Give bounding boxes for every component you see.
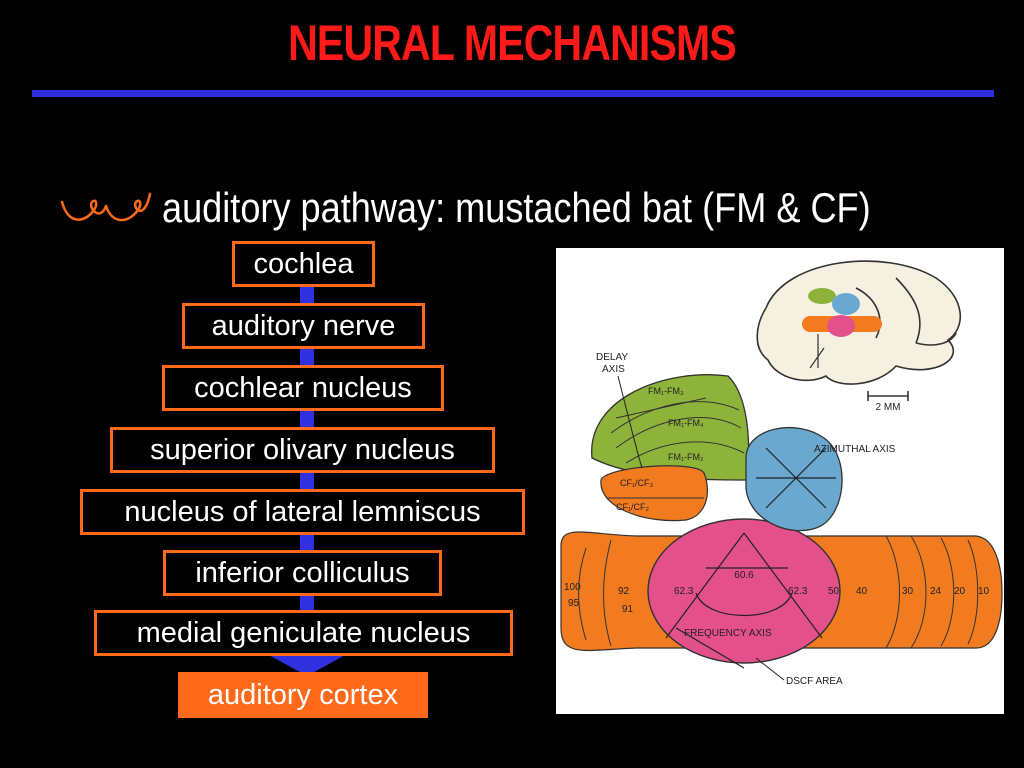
fm-label-3: FM₁-FM₃ (648, 386, 684, 396)
pathway-node-cochlear-nucleus: cochlear nucleus (162, 365, 444, 411)
scale-bar-label: 2 MM (876, 402, 901, 413)
dscf-area (647, 518, 841, 664)
tonotopic-label-50: 50 (828, 586, 840, 597)
double-loop-bullet-icon (60, 192, 152, 222)
pathway-node-inferior-colliculus: inferior colliculus (163, 550, 442, 596)
pathway-node-medial-geniculate: medial geniculate nucleus (94, 610, 513, 656)
frequency-left-label: 62.3 (674, 586, 694, 597)
frequency-axis-label: FREQUENCY AXIS (684, 628, 772, 639)
pathway-node-lateral-lemniscus: nucleus of lateral lemniscus (80, 489, 525, 535)
tonotopic-label-10: 10 (978, 586, 990, 597)
cf-label-3: CF₁/CF₃ (620, 478, 654, 488)
azimuthal-axis-label: AZIMUTHAL AXIS (814, 444, 896, 455)
fm-label-4: FM₁-FM₄ (668, 418, 704, 428)
pathway-node-auditory-cortex: auditory cortex (178, 672, 428, 718)
dscf-area-label: DSCF AREA (786, 676, 843, 687)
page-title: NEURAL MECHANISMS (288, 15, 737, 71)
bullet-item: auditory pathway: mustached bat (FM & CF… (60, 178, 986, 238)
fm-label-2: FM₁-FM₂ (668, 452, 704, 462)
tonotopic-label-95: 95 (568, 598, 580, 609)
tonotopic-label-20: 20 (954, 586, 966, 597)
frequency-center-label: 60.6 (734, 570, 754, 581)
cf-label-2: CF₁/CF₂ (616, 502, 650, 512)
tonotopic-label-30: 30 (902, 586, 914, 597)
delay-axis-label-2: AXIS (602, 364, 625, 375)
pathway-node-auditory-nerve: auditory nerve (182, 303, 425, 349)
azimuthal-area (745, 426, 843, 532)
pathway-node-cochlea: cochlea (232, 241, 375, 287)
bat-cortex-figure: 2 MM (556, 248, 1004, 714)
bat-cortex-illustration: 2 MM (560, 260, 1003, 687)
tonotopic-label-91: 91 (622, 604, 634, 615)
frequency-right-label: 62.3 (788, 586, 808, 597)
cf-cf-area (600, 465, 708, 522)
tonotopic-label-92: 92 (618, 586, 630, 597)
tonotopic-label-100: 100 (564, 582, 581, 593)
bullet-text: auditory pathway: mustached bat (FM & CF… (162, 184, 871, 231)
delay-axis-label-1: DELAY (596, 352, 628, 363)
pathway-node-superior-olivary-nucleus: superior olivary nucleus (110, 427, 495, 473)
tonotopic-label-24: 24 (930, 586, 942, 597)
tonotopic-label-40: 40 (856, 586, 868, 597)
title-divider (32, 90, 994, 97)
